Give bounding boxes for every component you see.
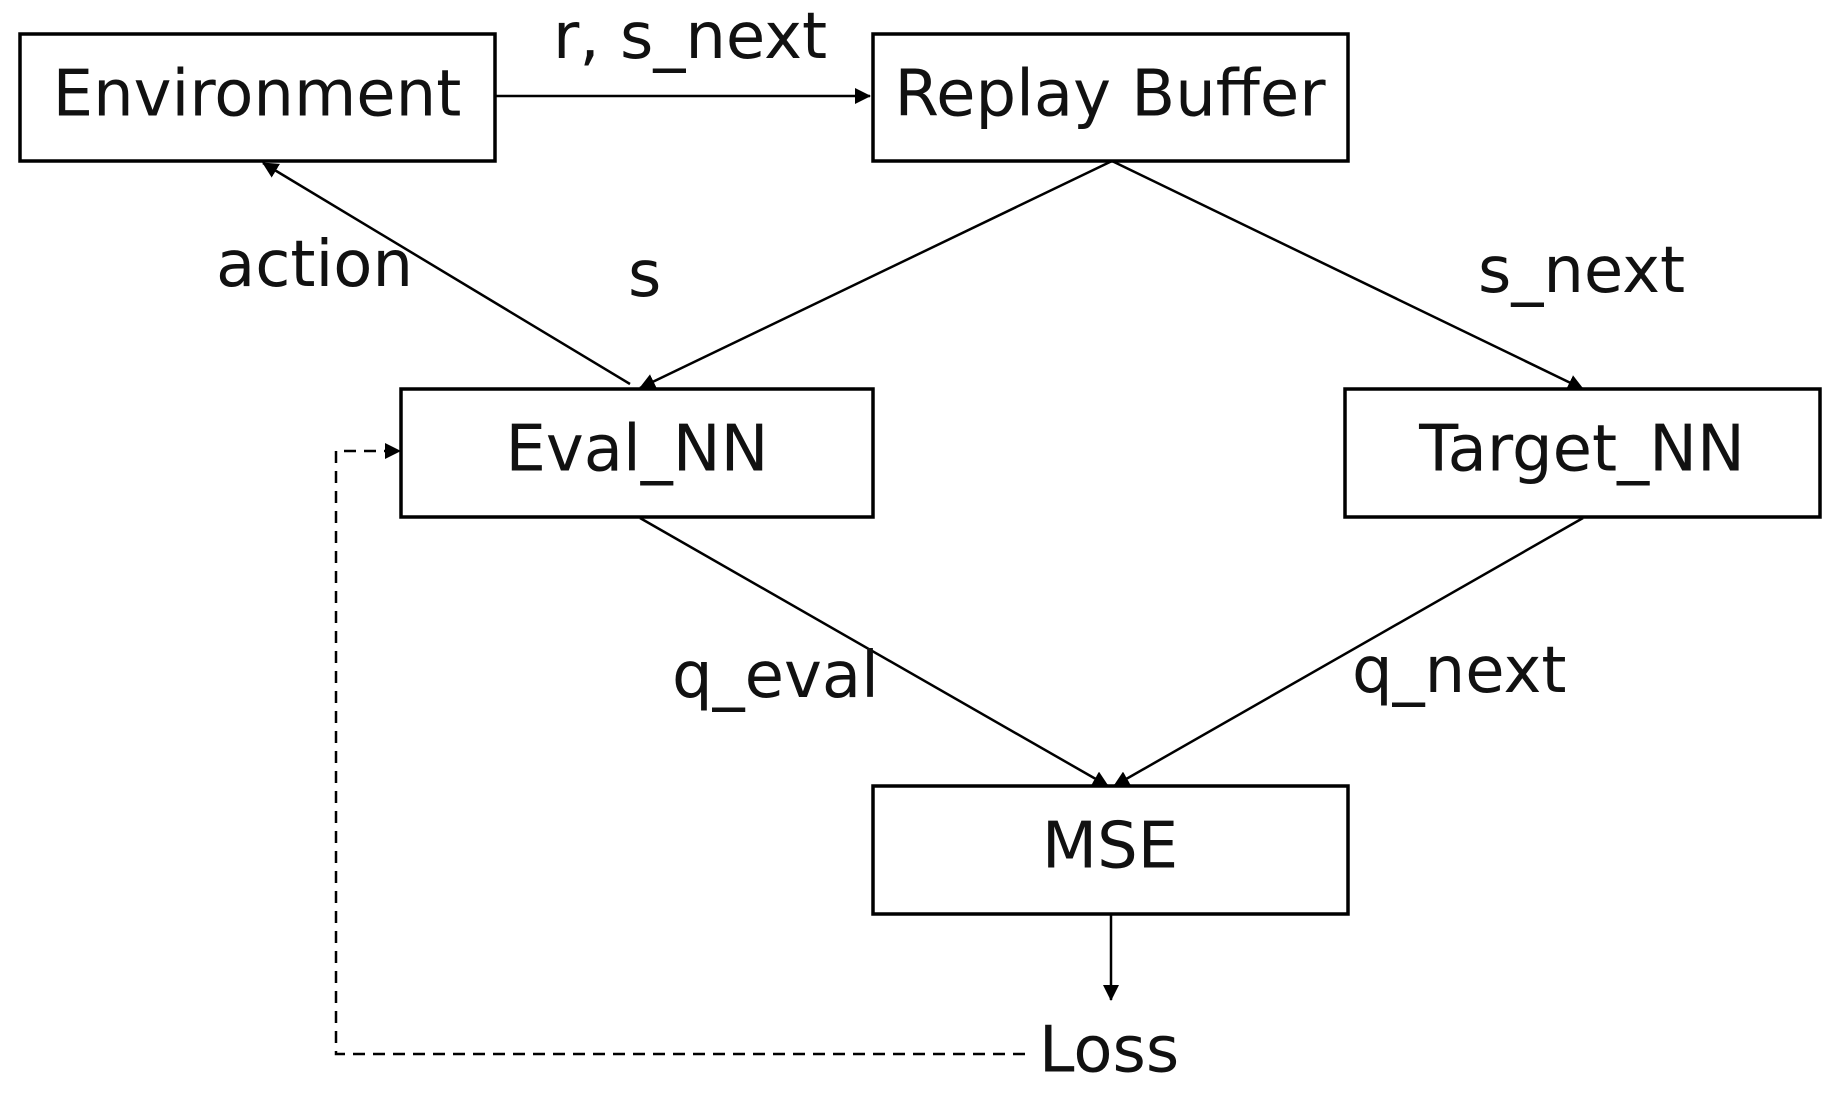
- node-target-nn-label: Target_NN: [1418, 413, 1745, 487]
- edge-target-to-mse: [1113, 516, 1584, 788]
- edge-loss-to-eval-dashed: [334, 443, 1025, 1056]
- node-eval-nn-label: Eval_NN: [505, 413, 768, 487]
- node-eval-nn: Eval_NN: [399, 387, 875, 519]
- edge-label-q-eval: q_eval: [672, 639, 879, 713]
- edge-label-s: s: [628, 238, 661, 312]
- edge-label-action: action: [216, 228, 413, 302]
- node-loss-label: Loss: [1039, 1014, 1179, 1088]
- node-mse-label: MSE: [1042, 810, 1178, 884]
- node-environment-label: Environment: [53, 58, 462, 132]
- node-environment: Environment: [18, 32, 497, 163]
- edge-buffer-to-target: [1111, 159, 1584, 391]
- node-replay-buffer: Replay Buffer: [871, 32, 1350, 163]
- edge-label-s-next: s_next: [1478, 234, 1685, 308]
- edge-eval-to-mse: [639, 516, 1109, 788]
- edge-buffer-to-eval: [639, 159, 1113, 390]
- edge-label-q-next: q_next: [1352, 634, 1566, 708]
- node-target-nn: Target_NN: [1343, 387, 1822, 519]
- edge-eval-to-env: [262, 161, 631, 386]
- node-mse: MSE: [871, 784, 1350, 916]
- node-replay-buffer-label: Replay Buffer: [894, 58, 1326, 132]
- edge-label-r-s-next: r, s_next: [553, 0, 827, 74]
